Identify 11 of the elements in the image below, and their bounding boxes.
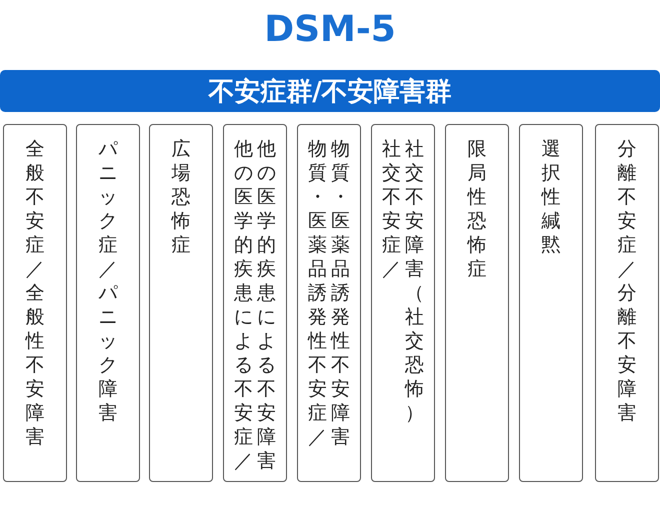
disorder-box: パニック症／パニック障害 <box>76 124 140 482</box>
disorder-box: 広場恐怖症 <box>149 124 213 482</box>
category-banner: 不安症群/不安障害群 <box>0 70 660 112</box>
disorder-box: 限局性恐怖症 <box>445 124 509 482</box>
disorder-box: 選択性緘黙 <box>519 124 583 482</box>
disorder-box: 社交不安症／社交不安障害（社交恐怖） <box>371 124 435 482</box>
disorder-box: 分離不安症／分離不安障害 <box>595 124 659 482</box>
disorder-box: 物質・医薬品誘発性不安症／物質・医薬品誘発性不安障害 <box>297 124 361 482</box>
title: DSM-5 <box>263 8 397 52</box>
disorder-box: 全般不安症／全般性不安障害 <box>3 124 67 482</box>
disorder-box: 他の医学的疾患による不安症／他の医学的疾患による不安障害 <box>223 124 287 482</box>
